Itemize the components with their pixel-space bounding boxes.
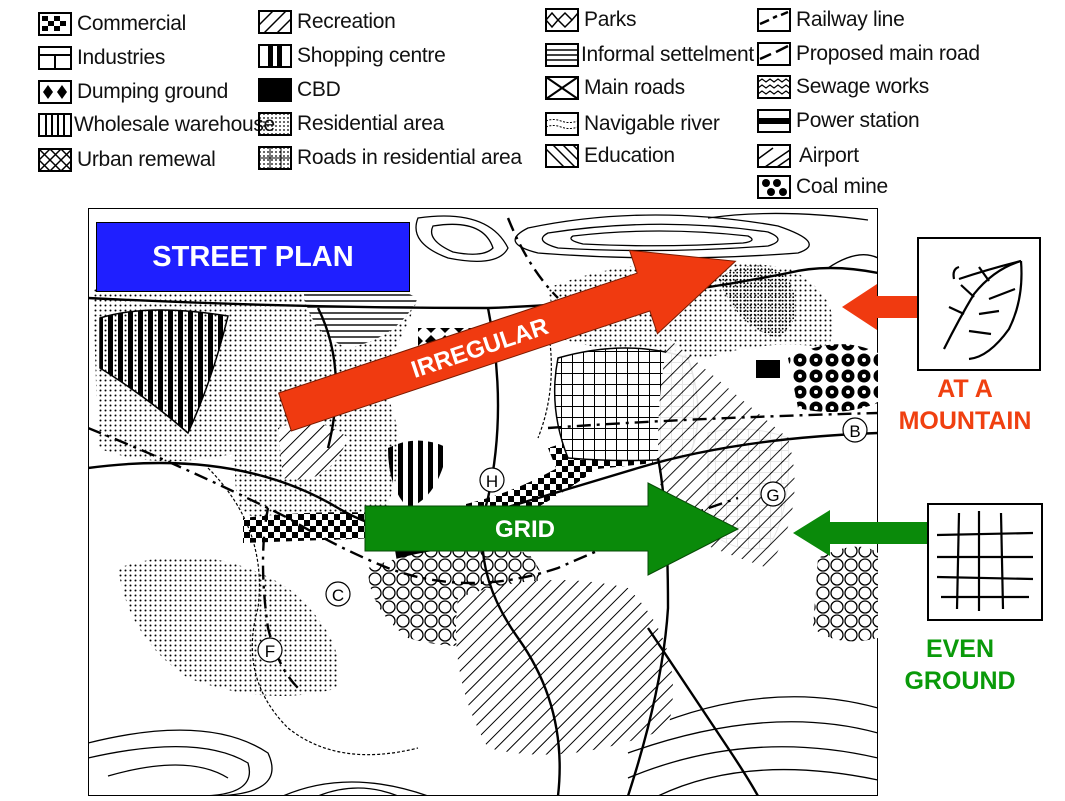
irregular-arrow: IRREGULAR — [278, 249, 737, 432]
legend-item-cbd: CBD — [258, 77, 341, 103]
grid-arrow: GRID — [364, 482, 740, 576]
power-station-symbol — [757, 109, 791, 133]
point-marker-h: H — [479, 467, 505, 493]
roads-in-residential-area-symbol — [258, 146, 292, 170]
svg-text:F: F — [265, 642, 275, 661]
legend-item-railway-line: Railway line — [757, 7, 905, 33]
legend-label-railway-line: Railway line — [796, 8, 905, 31]
informal-settlement-symbol — [545, 43, 579, 67]
map-title-box: STREET PLAN — [96, 222, 410, 292]
even-ground-caption: EVEN GROUND — [880, 633, 1040, 697]
legend-label-cbd: CBD — [297, 78, 341, 101]
mountain-pointer-arrow — [842, 284, 927, 330]
grid-label: GRID — [495, 516, 555, 543]
legend-item-parks: Parks — [545, 7, 636, 33]
legend-item-commercial: Commercial — [38, 11, 186, 37]
legend-label-navigable-river: Navigable river — [584, 112, 720, 135]
irregular-pattern-inset — [917, 237, 1041, 371]
grid-streets-icon — [936, 511, 1034, 611]
legend-item-residential-area: Residential area — [258, 111, 444, 137]
point-marker-f: F — [257, 637, 283, 663]
commercial-symbol — [38, 12, 72, 36]
svg-text:C: C — [332, 586, 344, 605]
legend-label-roads-in-residential-area: Roads in residential area — [297, 146, 522, 169]
legend-item-coal-mine: Coal mine — [757, 174, 888, 200]
industries-symbol — [38, 46, 72, 70]
legend-item-main-roads: Main roads — [545, 75, 685, 101]
map-title: STREET PLAN — [152, 240, 354, 273]
airport-symbol — [757, 144, 791, 168]
legend-label-parks: Parks — [584, 8, 637, 31]
grid-pattern-inset — [927, 503, 1043, 621]
even-ground-caption-line2: GROUND — [904, 667, 1016, 695]
map-drawing: B G H C F — [87, 207, 879, 797]
legend-label-main-roads: Main roads — [584, 76, 685, 99]
legend-label-industries: Industries — [77, 46, 166, 69]
legend-label-coal-mine: Coal mine — [796, 175, 888, 198]
even-ground-caption-line1: EVEN — [925, 635, 995, 663]
sewage-works-symbol — [757, 75, 791, 99]
education-symbol — [545, 144, 579, 168]
point-marker-b: B — [842, 417, 868, 443]
svg-text:G: G — [766, 486, 779, 505]
leaf-streets-icon — [943, 259, 1023, 361]
legend-label-wholesale-warehouse: Wholesale warehouse — [74, 113, 275, 136]
legend-label-proposed-main-road: Proposed main road — [796, 42, 980, 65]
main-roads-symbol — [545, 76, 579, 100]
residential-area-symbol — [258, 112, 292, 136]
legend-label-power-station: Power station — [796, 109, 920, 132]
even-ground-pointer-arrow — [793, 510, 927, 556]
legend-item-informal-settlement: Informal settelment — [545, 42, 754, 68]
legend-item-urban-renewal: Urban remewal — [38, 147, 216, 173]
contour-lines — [87, 212, 879, 797]
svg-text:B: B — [849, 422, 860, 441]
navigable-river-symbol — [545, 112, 579, 136]
legend-label-shopping-centre: Shopping centre — [297, 44, 446, 67]
urban-renewal-symbol — [38, 148, 72, 172]
legend-label-sewage-works: Sewage works — [796, 75, 929, 98]
legend-item-industries: Industries — [38, 45, 165, 71]
svg-text:H: H — [486, 472, 498, 491]
legend-item-navigable-river: Navigable river — [545, 111, 720, 137]
mountain-caption-line1: AT A — [937, 375, 993, 403]
legend-item-shopping-centre: Shopping centre — [258, 43, 446, 69]
parks-symbol — [545, 8, 579, 32]
railway-line-symbol — [757, 8, 791, 32]
legend-label-recreation: Recreation — [297, 10, 396, 33]
railway-lines — [87, 217, 879, 689]
legend-label-informal-settlement: Informal settelment — [581, 43, 754, 66]
dumping-ground-symbol — [38, 80, 72, 104]
legend-label-airport: Airport — [799, 144, 859, 167]
legend-item-dumping-ground: Dumping ground — [38, 79, 228, 105]
point-marker-c: C — [325, 581, 351, 607]
legend-label-education: Education — [584, 144, 675, 167]
legend-label-dumping-ground: Dumping ground — [77, 80, 229, 103]
shopping-centre-symbol — [258, 44, 292, 68]
legend-item-airport: Airport — [757, 143, 859, 169]
legend-item-sewage-works: Sewage works — [757, 74, 929, 100]
legend-label-urban-renewal: Urban remewal — [77, 148, 216, 171]
legend-item-wholesale-warehouse: Wholesale warehouse — [38, 112, 275, 138]
mountain-caption-line2: MOUNTAIN — [898, 407, 1032, 435]
legend-item-education: Education — [545, 143, 675, 169]
legend-item-recreation: Recreation — [258, 9, 396, 35]
mountain-caption: AT A MOUNTAIN — [880, 373, 1050, 437]
legend-label-residential-area: Residential area — [297, 112, 444, 135]
legend-item-proposed-main-road: Proposed main road — [757, 41, 980, 67]
legend-item-power-station: Power station — [757, 108, 920, 134]
recreation-symbol — [258, 10, 292, 34]
legend-item-roads-in-residential-area: Roads in residential area — [258, 145, 522, 171]
cbd-symbol — [258, 78, 292, 102]
wholesale-warehouse-symbol — [38, 113, 72, 137]
proposed-main-road-symbol — [757, 42, 791, 66]
coal-mine-symbol — [757, 175, 791, 199]
street-plan-map: B G H C F — [87, 207, 879, 797]
point-marker-g: G — [760, 481, 786, 507]
legend-label-commercial: Commercial — [77, 12, 187, 35]
